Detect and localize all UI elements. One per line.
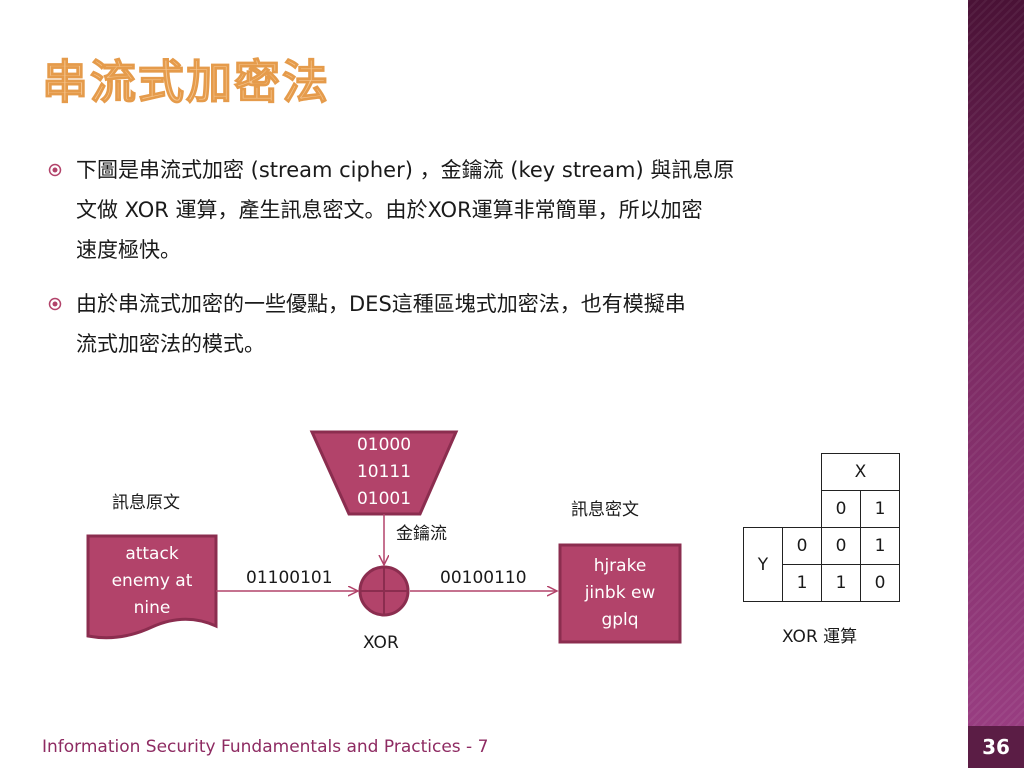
bullet-text: 下圖是串流式加密 (stream cipher) ，金鑰流 (key strea…	[76, 158, 735, 262]
table-row: 0 1	[744, 490, 900, 528]
y-value-cell: 0	[782, 527, 822, 565]
xor-label: XOR	[363, 633, 399, 653]
result-cell: 0	[821, 527, 861, 565]
x-value-cell: 1	[860, 490, 900, 528]
bullet-item: 由於串流式加密的一些優點，DES這種區塊式加密法，也有模擬串 流式加密法的模式。	[46, 284, 906, 364]
cipher-bits: 00100110	[440, 568, 527, 588]
result-cell: 0	[860, 564, 900, 602]
bullet-list: 下圖是串流式加密 (stream cipher) ，金鑰流 (key strea…	[46, 150, 906, 378]
table-row: X	[744, 453, 900, 491]
bullet-text: 由於串流式加密的一些優點，DES這種區塊式加密法，也有模擬串 流式加密法的模式。	[76, 292, 686, 356]
ciphertext-line: gplq	[601, 610, 639, 630]
result-cell: 1	[860, 527, 900, 565]
decorative-sidebar	[968, 0, 1024, 768]
y-value-cell: 1	[782, 564, 822, 602]
keystream-line: 01000	[356, 435, 412, 455]
slide-title: 串流式加密法	[41, 54, 330, 109]
xor-table-caption: XOR 運算	[782, 627, 858, 647]
keystream-content: 01000 10111 01001	[312, 432, 456, 513]
x-header: X	[821, 453, 900, 491]
keystream-label: 金鑰流	[396, 524, 447, 544]
keystream-line: 01001	[356, 489, 412, 509]
xor-operator-icon	[358, 565, 410, 617]
keystream-line: 10111	[356, 462, 412, 482]
circle-bullet-icon	[48, 163, 62, 177]
plaintext-line: nine	[133, 598, 171, 618]
plaintext-label: 訊息原文	[112, 493, 180, 513]
xor-truth-table: X 0 1 Y 0 0 1 1 1 0	[743, 453, 900, 602]
ciphertext-line: hjrake	[593, 556, 647, 576]
plaintext-line: enemy at	[111, 571, 193, 591]
page-number: 36	[968, 726, 1024, 768]
plaintext-content: attack enemy at nine	[88, 541, 216, 622]
plaintext-line: attack	[125, 544, 179, 564]
ciphertext-line: jinbk ew	[584, 583, 656, 603]
table-row: 1 1 0	[744, 564, 900, 602]
result-cell: 1	[821, 564, 861, 602]
y-header: Y	[743, 527, 783, 602]
table-row: Y 0 0 1	[743, 527, 900, 602]
footer-text: Information Security Fundamentals and Pr…	[42, 737, 489, 757]
x-value-cell: 0	[821, 490, 861, 528]
bullet-item: 下圖是串流式加密 (stream cipher) ，金鑰流 (key strea…	[46, 150, 906, 270]
plaintext-bits: 01100101	[246, 568, 333, 588]
ciphertext-content: hjrake jinbk ew gplq	[560, 553, 680, 634]
ciphertext-label: 訊息密文	[571, 500, 639, 520]
circle-bullet-icon	[48, 297, 62, 311]
